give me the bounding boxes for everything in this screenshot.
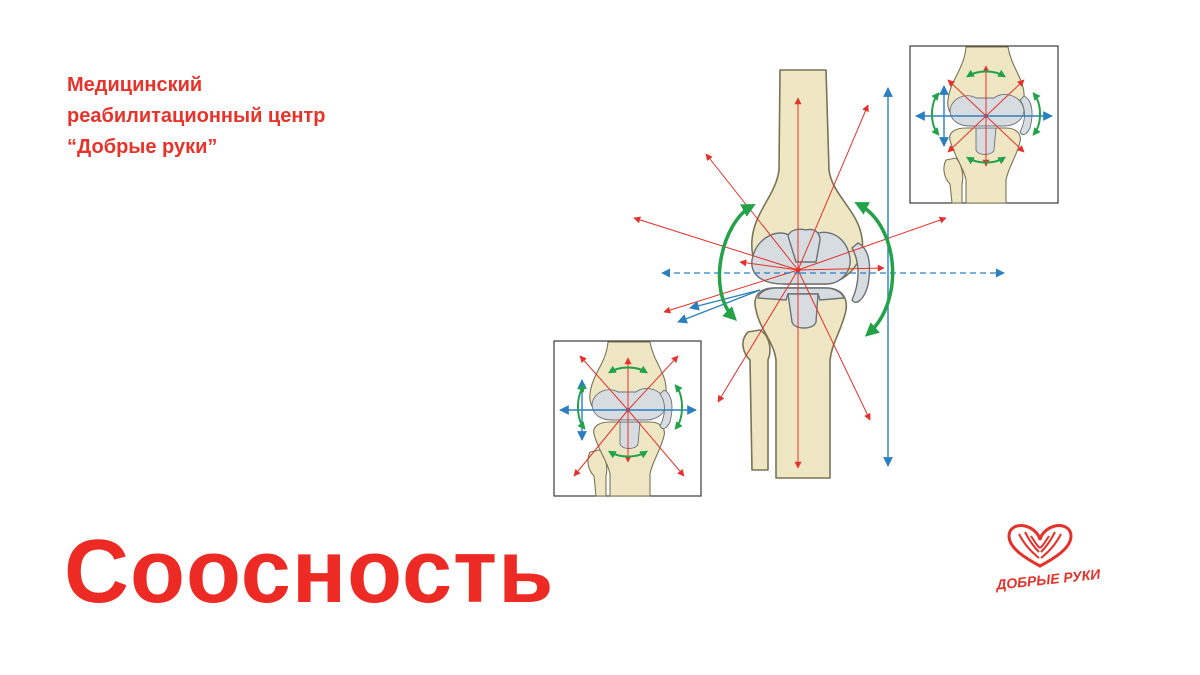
org-name-line-3: “Добрые руки” [67, 136, 218, 158]
knee-joint-inset-top-icon [909, 45, 1059, 204]
knee-joint-inset-bottom-icon [553, 340, 702, 497]
knee-joint-icon [633, 69, 1005, 479]
fibula [742, 329, 771, 471]
page-title: Соосность [64, 522, 555, 622]
org-name: Медицинский реабилитационный центр “Добр… [67, 70, 427, 163]
org-name-line-2: реабилитационный центр [67, 105, 326, 127]
org-name-line-1: Медицинский [67, 74, 203, 96]
heart-hands-icon [1007, 524, 1073, 568]
